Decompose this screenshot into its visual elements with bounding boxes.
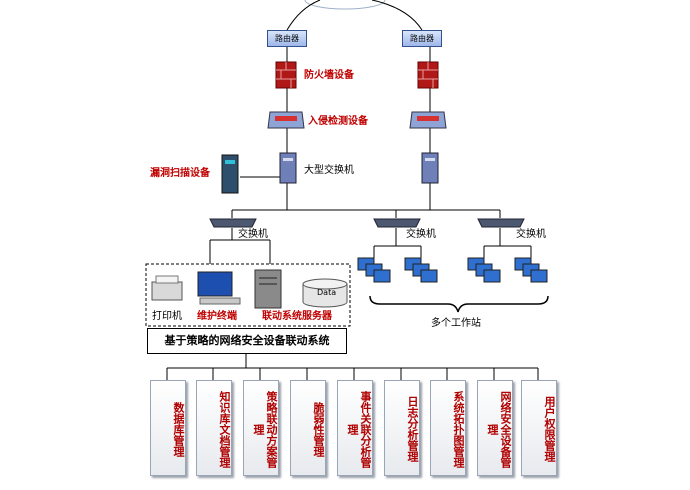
workstations-brace xyxy=(369,295,549,313)
system-title-box: 基于策略的网络安全设备联动系统 xyxy=(147,328,347,354)
switch-left-label: 交换机 xyxy=(238,229,268,240)
workstation-group-icon-4 xyxy=(514,257,548,283)
workstation-group-icon-2 xyxy=(404,257,438,283)
scanner-label: 漏洞扫描设备 xyxy=(150,168,210,179)
database-icon xyxy=(302,278,348,308)
module-event-correlation: 事件关联分析管理 xyxy=(337,380,373,476)
terminal-label: 维护终端 xyxy=(197,311,237,322)
module-log-analysis: 日志分析管理 xyxy=(384,380,420,476)
module-security-devices: 网络安全设备管理 xyxy=(477,380,513,476)
switch-icon-mid xyxy=(373,218,421,228)
firewall-label: 防火墙设备 xyxy=(304,70,354,81)
database-data-label: Data xyxy=(317,288,337,297)
switch-right-label: 交换机 xyxy=(516,229,546,240)
linkage-group-frame xyxy=(145,263,351,327)
module-policy-linkage: 策略联动方案管理 xyxy=(243,380,279,476)
module-user-permissions: 用户权限管理 xyxy=(521,380,557,476)
module-knowledge-base: 知识库文档管理 xyxy=(196,380,232,476)
firewall-icon-right xyxy=(417,61,439,89)
module-database: 数据库管理 xyxy=(150,380,186,476)
workstation-group-icon-1 xyxy=(357,257,391,283)
printer-icon xyxy=(151,275,183,301)
internet-cloud-icon xyxy=(304,0,386,10)
printer-label: 打印机 xyxy=(152,311,182,322)
terminal-icon xyxy=(197,271,241,305)
module-vulnerability: 脆弱性管理 xyxy=(290,380,326,476)
ids-icon-right xyxy=(409,111,447,129)
core-switch-label: 大型交换机 xyxy=(304,165,354,176)
ids-icon-left xyxy=(267,111,305,129)
router-right: 路由器 xyxy=(402,30,442,47)
core-switch-icon-right xyxy=(421,152,439,184)
firewall-icon-left xyxy=(275,61,297,89)
switch-icon-left xyxy=(209,218,257,228)
server-label: 联动系统服务器 xyxy=(262,311,332,322)
scanner-icon xyxy=(221,154,239,194)
switch-mid-label: 交换机 xyxy=(406,229,436,240)
workstations-label: 多个工作站 xyxy=(431,318,481,329)
router-left: 路由器 xyxy=(267,30,307,47)
module-topology: 系统拓扑图管理 xyxy=(430,380,466,476)
workstation-group-icon-3 xyxy=(467,257,501,283)
switch-icon-right xyxy=(477,218,525,228)
server-icon xyxy=(254,269,282,309)
core-switch-icon-left xyxy=(279,152,297,184)
ids-label: 入侵检测设备 xyxy=(308,116,368,127)
